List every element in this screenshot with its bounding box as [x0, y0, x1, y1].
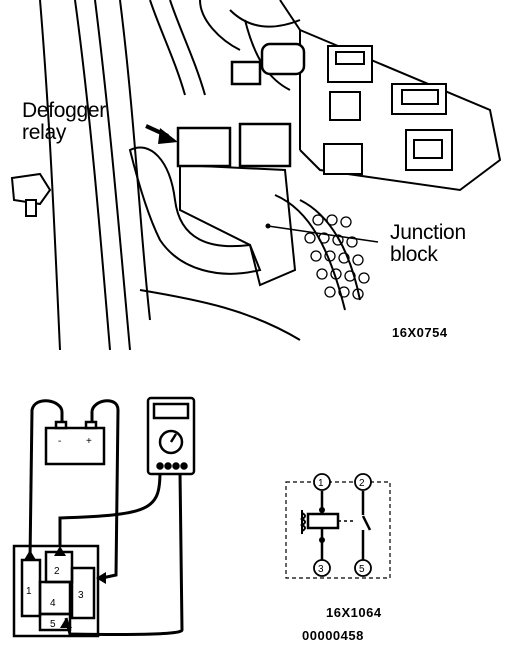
- connector-d: [323, 143, 363, 175]
- connector-b: [329, 91, 361, 121]
- engine-compartment-drawing: [10, 0, 502, 350]
- schematic-terminal-1: 1: [318, 478, 324, 489]
- relay-terminal-4: 4: [50, 598, 56, 609]
- meter-lead-2: [64, 471, 184, 637]
- relay-pin-block: [12, 544, 100, 638]
- bottom-figure-code: 16X1064: [326, 605, 382, 620]
- battery-positive-lead: [90, 399, 120, 580]
- relay-terminal-3: 3: [78, 590, 84, 601]
- defogger-relay-arrow: [145, 124, 178, 144]
- schematic-terminal-2: 2: [359, 478, 365, 489]
- top-figure-code: 16X0754: [392, 325, 448, 340]
- relay-location-illustration: Defogger relay Junction block 16X0754: [10, 0, 502, 350]
- defogger-relay-left: [176, 126, 232, 168]
- schematic-nodes: [319, 507, 325, 543]
- document-code: 00000458: [302, 628, 364, 643]
- schematic-terminal-5: 5: [359, 564, 365, 575]
- multimeter: [146, 396, 196, 476]
- junction-block-label: Junction block: [390, 221, 466, 267]
- battery: [44, 420, 106, 466]
- defogger-relay-label: Defogger relay: [22, 99, 106, 145]
- relay-terminal-5: 5: [50, 619, 56, 630]
- left-clip: [10, 172, 52, 217]
- relay-test-circuit: - + 1 2 3: [12, 396, 391, 638]
- relay-schematic: [285, 481, 391, 579]
- vent-holes: [304, 214, 370, 300]
- relay-test-illustration: - + 1 2 3: [0, 350, 512, 650]
- schematic-terminal-circles: [313, 473, 372, 577]
- battery-negative-lead: [28, 399, 64, 561]
- battery-plus-label: +: [86, 436, 92, 447]
- meter-lead-1: [58, 471, 162, 545]
- battery-minus-label: -: [58, 436, 61, 447]
- junction-block-leader: [265, 223, 379, 243]
- defogger-relay-right: [238, 122, 292, 168]
- relay-terminal-1: 1: [26, 586, 32, 597]
- schematic-terminal-3: 3: [318, 564, 324, 575]
- relay-terminal-2: 2: [54, 566, 60, 577]
- lead-arrows: [24, 546, 106, 628]
